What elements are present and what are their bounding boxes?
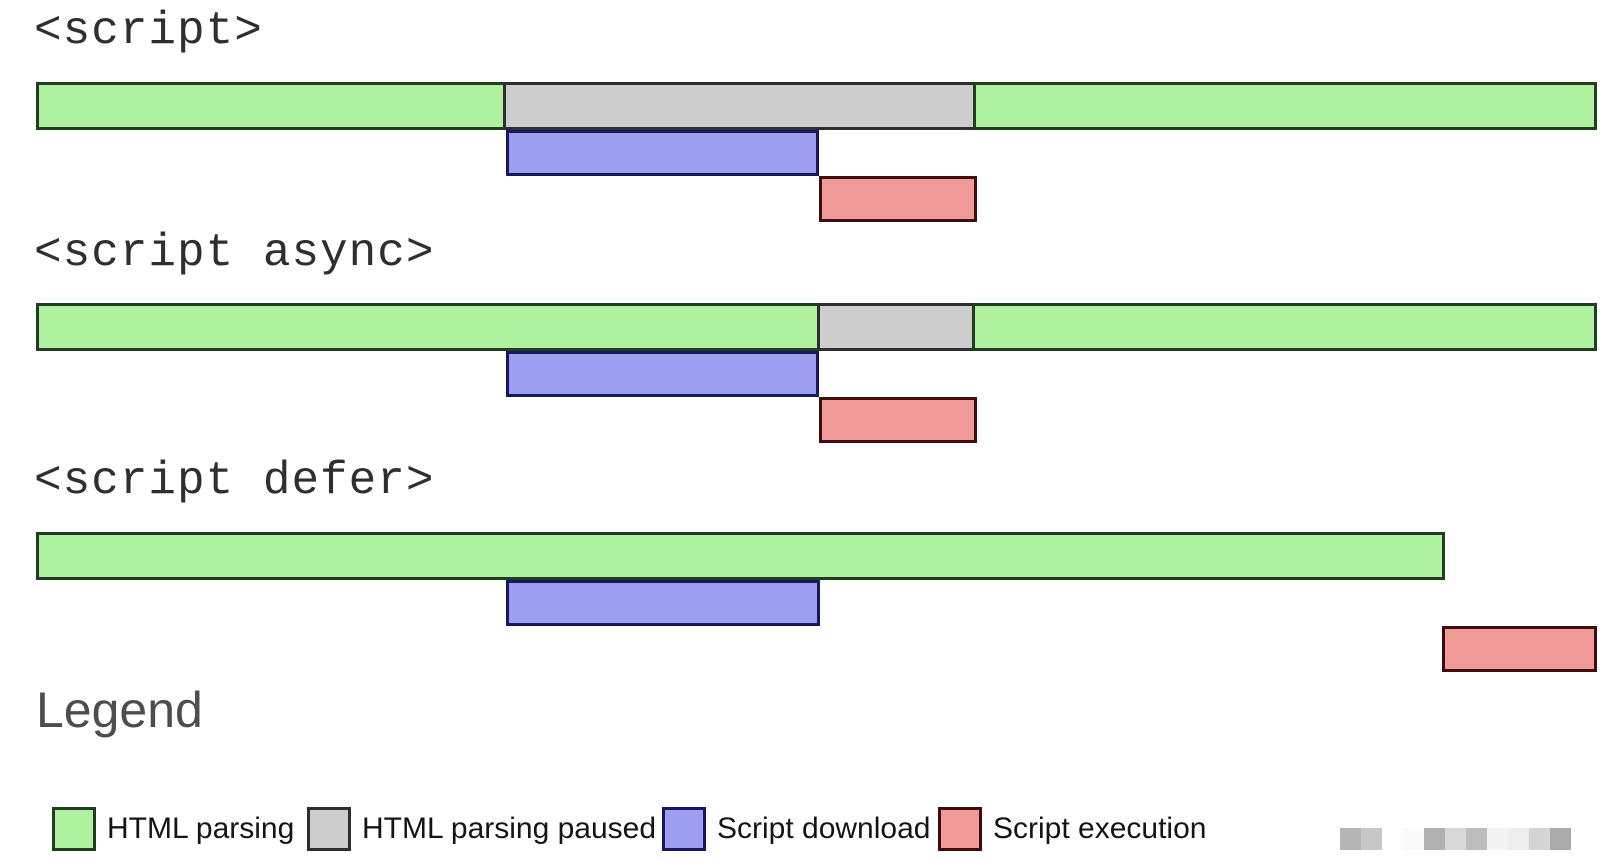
- legend-item-html-parsing-paused: HTML parsing paused: [307, 806, 656, 852]
- legend-item-script-download: Script download: [662, 806, 930, 852]
- bar-parsing-paused: [817, 303, 975, 351]
- legend-label-html-parsing: HTML parsing: [107, 812, 295, 845]
- watermark-cell: [1508, 828, 1529, 850]
- watermark-cell: [1466, 828, 1487, 850]
- legend-label-script-execution: Script execution: [993, 812, 1207, 845]
- legend-swatch-html-parsing-paused: [307, 807, 351, 851]
- bar-script-execution: [1442, 626, 1597, 672]
- bar-html-parsing: [36, 532, 1445, 580]
- watermark-cell: [1550, 828, 1571, 850]
- section-title-script: <script>: [34, 5, 263, 57]
- legend-label-script-download: Script download: [717, 812, 931, 845]
- section-title-script-async: <script async>: [34, 227, 435, 279]
- watermark-cell: [1424, 828, 1445, 850]
- legend-label-html-parsing-paused: HTML parsing paused: [362, 812, 657, 845]
- section-title-script-defer: <script defer>: [34, 455, 435, 507]
- watermark-cell: [1340, 828, 1361, 850]
- legend-item-html-parsing: HTML parsing: [52, 806, 294, 852]
- bar-script-download: [506, 130, 819, 176]
- bar-html-parsing: [972, 303, 1597, 351]
- bar-script-execution: [819, 176, 977, 222]
- bar-html-parsing: [973, 82, 1597, 130]
- watermark-cell: [1529, 828, 1550, 850]
- bar-script-download: [506, 580, 820, 626]
- watermark-cell: [1445, 828, 1466, 850]
- bar-html-parsing: [36, 82, 506, 130]
- legend-swatch-script-download: [662, 807, 706, 851]
- bar-html-parsing: [36, 303, 820, 351]
- bar-script-download: [506, 351, 819, 397]
- watermark-cell: [1487, 828, 1508, 850]
- legend-swatch-script-execution: [938, 807, 982, 851]
- watermark-cell: [1403, 828, 1424, 850]
- legend-item-script-execution: Script execution: [938, 806, 1206, 852]
- watermark-cell: [1361, 828, 1382, 850]
- bar-script-execution: [819, 397, 977, 443]
- legend-heading: Legend: [36, 682, 203, 738]
- pixelated-watermark: [0, 828, 1624, 850]
- legend-swatch-html-parsing: [52, 807, 96, 851]
- bar-parsing-paused: [503, 82, 976, 130]
